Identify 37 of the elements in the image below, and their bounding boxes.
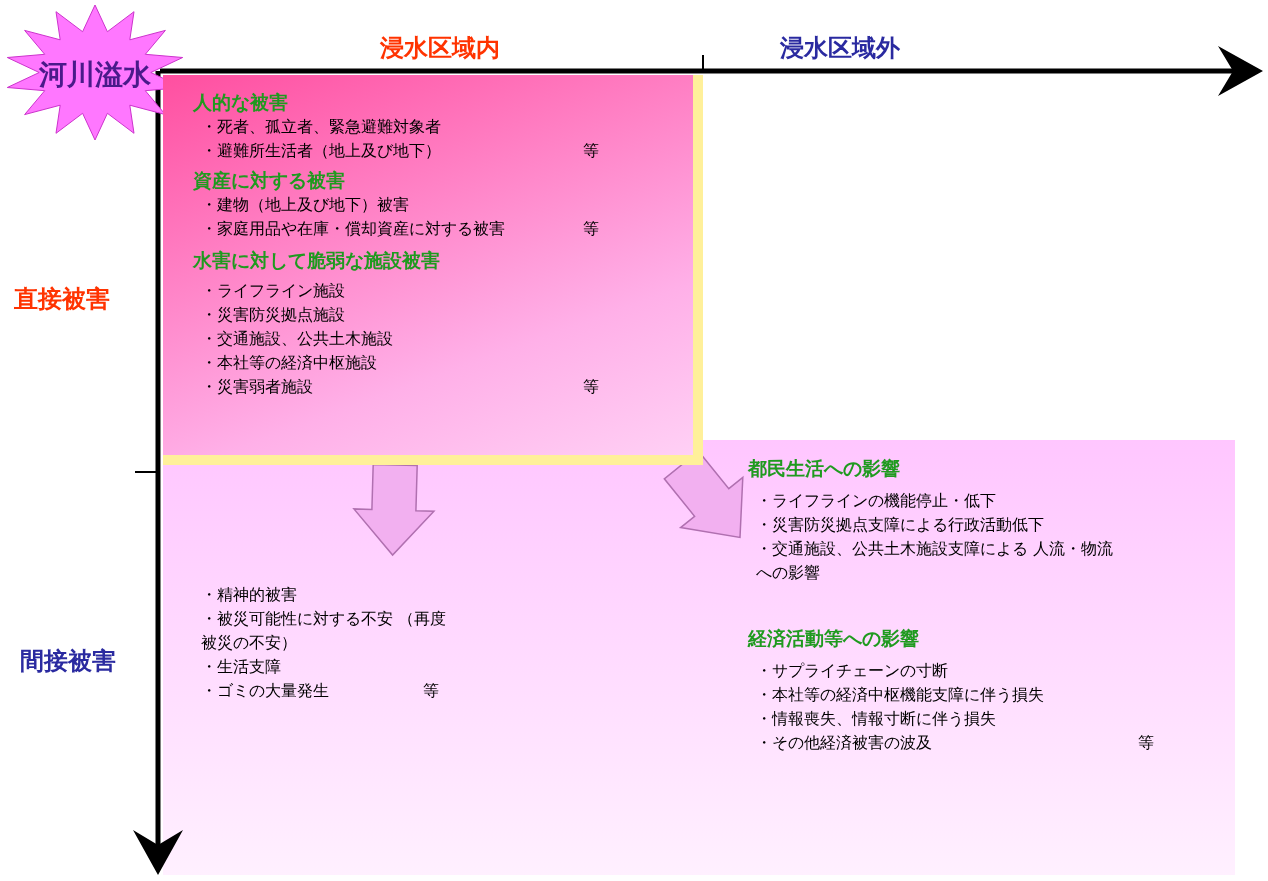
bullet-item: ・その他経済被害の波及: [755, 732, 932, 754]
axis-label: 浸水区域外: [780, 33, 900, 64]
etc-mark: 等: [1138, 732, 1154, 754]
bullet-item: ・生活支障: [200, 656, 281, 678]
axis-label: 浸水区域内: [380, 33, 500, 64]
bullet-item: ・災害防災拠点支障による行政活動低下: [755, 514, 1044, 536]
section-heading: 人的な被害: [193, 90, 288, 115]
axis-label: 間接被害: [20, 646, 116, 677]
etc-mark: 等: [423, 680, 439, 702]
bullet-item: ・サプライチェーンの寸断: [755, 660, 948, 682]
etc-mark: 等: [583, 218, 599, 240]
bullet-item: ・交通施設、公共土木施設支障による 人流・物流への影響: [755, 538, 1115, 584]
bullet-item: ・情報喪失、情報寸断に伴う損失: [755, 708, 996, 730]
axis-label: 直接被害: [14, 284, 110, 315]
starburst-label: 河川溢水: [38, 56, 152, 93]
bullet-item: ・ライフライン施設: [200, 280, 345, 302]
bullet-item: ・災害防災拠点施設: [200, 304, 345, 326]
bullet-item: ・ライフラインの機能停止・低下: [755, 490, 996, 512]
etc-mark: 等: [583, 376, 599, 398]
bullet-item: ・精神的被害: [200, 584, 297, 606]
bullet-item: ・家庭用品や在庫・償却資産に対する被害: [200, 218, 505, 240]
bullet-item: ・本社等の経済中枢機能支障に伴う損失: [755, 684, 1044, 706]
bullet-item: ・被災可能性に対する不安 （再度被災の不安）: [200, 608, 448, 654]
section-heading: 水害に対して脆弱な施設被害: [193, 248, 440, 273]
bullet-item: ・災害弱者施設: [200, 376, 313, 398]
block-arrow: [352, 463, 436, 557]
bullet-item: ・避難所生活者（地上及び地下）: [200, 140, 441, 162]
bullet-item: ・ゴミの大量発生: [200, 680, 329, 702]
bullet-item: ・本社等の経済中枢施設: [200, 352, 377, 374]
section-heading: 都民生活への影響: [748, 456, 900, 481]
bullet-item: ・建物（地上及び地下）被害: [200, 194, 409, 216]
section-heading: 資産に対する被害: [193, 168, 345, 193]
bullet-item: ・死者、孤立者、緊急避難対象者: [200, 116, 441, 138]
etc-mark: 等: [583, 140, 599, 162]
section-heading: 経済活動等への影響: [748, 626, 919, 651]
damage-panel: [163, 75, 703, 465]
bullet-item: ・交通施設、公共土木施設: [200, 328, 393, 350]
